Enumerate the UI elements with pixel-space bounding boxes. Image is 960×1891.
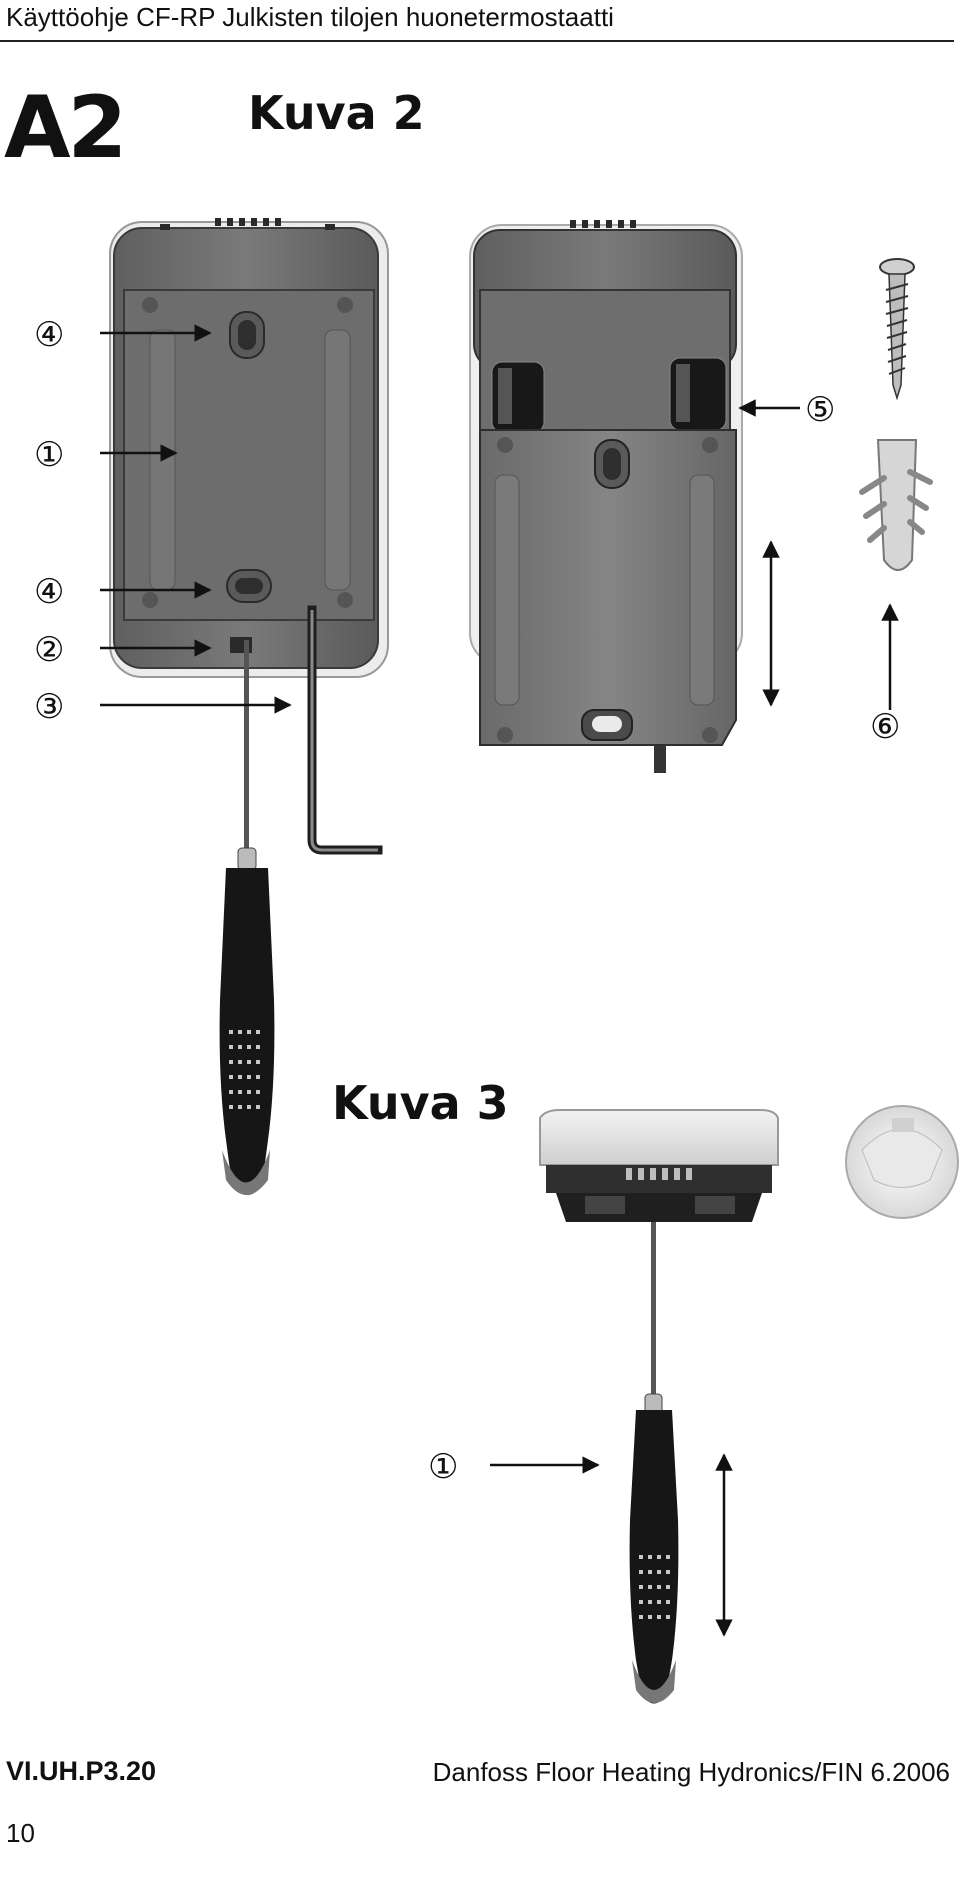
thermostat-with-wall-plate: [469, 220, 743, 773]
hex-key-tool: [307, 605, 383, 855]
document-code: VI.UH.P3.20: [6, 1756, 157, 1786]
screwdriver-small: [629, 1222, 679, 1704]
document-header-title: Käyttöohje CF-RP Julkisten tilojen huone…: [6, 2, 614, 32]
dial-cap: [845, 1105, 959, 1219]
callout-fig3-1: ①: [428, 1447, 458, 1487]
wall-plug: [859, 439, 933, 571]
callout-6: ⑥: [870, 707, 900, 747]
callout-3: ③: [34, 687, 64, 727]
page-number: 10: [6, 1818, 35, 1848]
figure-2-title: Kuva 2: [248, 86, 425, 140]
screwdriver-large: [219, 640, 275, 1195]
figure-3-title: Kuva 3: [332, 1076, 509, 1130]
callout-5: ⑤: [805, 390, 835, 430]
callout-1: ①: [34, 435, 64, 475]
header-rule: [0, 40, 954, 42]
figure-3-arrows: [490, 1453, 733, 1637]
callout-4-bottom: ④: [34, 572, 64, 612]
callout-2: ②: [34, 630, 64, 670]
figure-2-arrows: [100, 324, 899, 714]
thermostat-side-view: [539, 1109, 779, 1222]
thermostat-back-housing: [109, 218, 389, 678]
wall-screw: [879, 258, 915, 401]
section-label: A2: [4, 78, 127, 178]
footer-company: Danfoss Floor Heating Hydronics/FIN 6.20…: [432, 1757, 950, 1787]
callout-4-top: ④: [34, 315, 64, 355]
